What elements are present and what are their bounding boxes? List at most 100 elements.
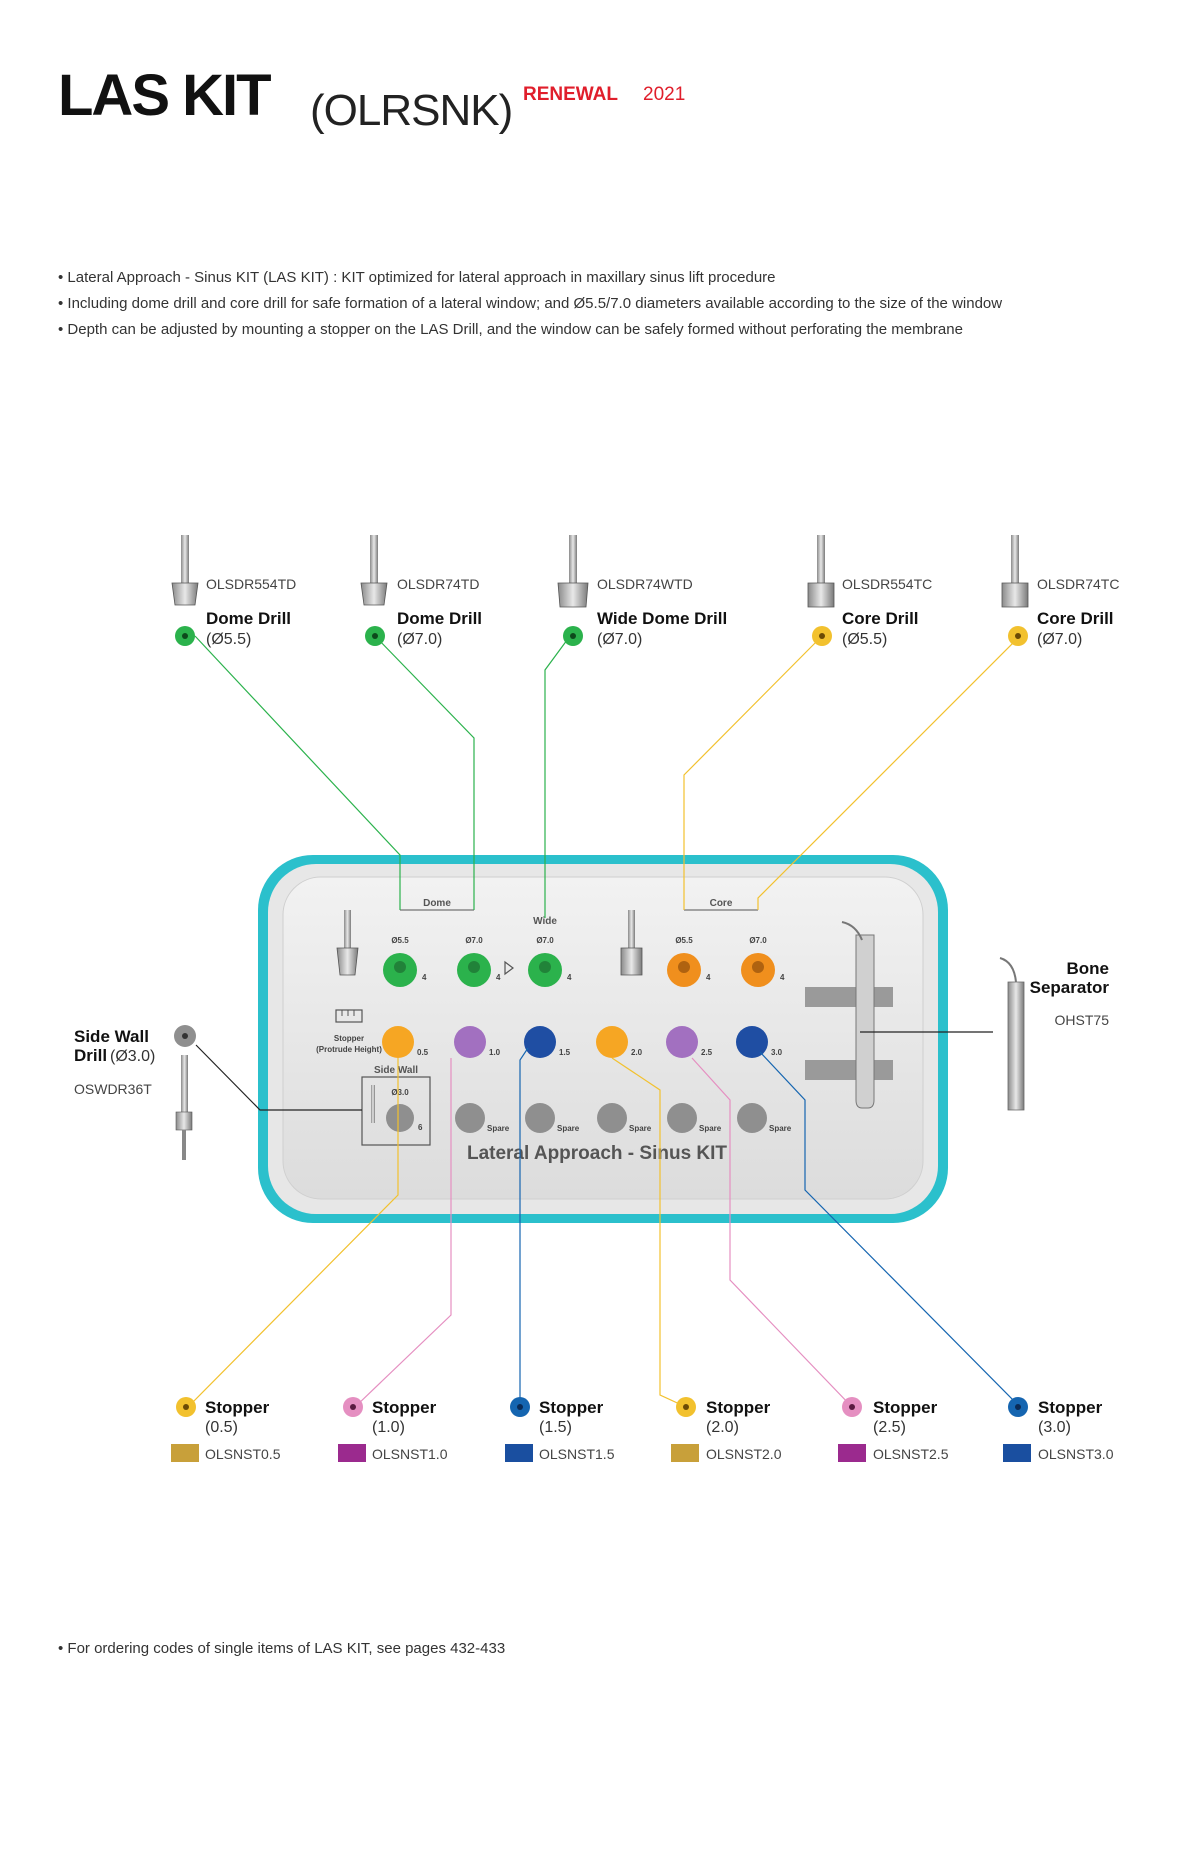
renewal-year: 2021 bbox=[643, 84, 686, 105]
stopper-swatch bbox=[171, 1444, 199, 1462]
tray-count-label: 4 bbox=[422, 973, 427, 982]
tray-stopper-2.0 bbox=[596, 1026, 628, 1058]
bullet-list: • Lateral Approach - Sinus KIT (LAS KIT)… bbox=[58, 265, 1002, 343]
arrow-icon bbox=[504, 960, 514, 976]
hub-icon bbox=[182, 633, 188, 639]
product-side-wall-drill: Side Wall Drill (Ø3.0) OSWDR36T bbox=[74, 1025, 196, 1160]
product-name: Core Drill bbox=[842, 609, 919, 628]
product-code: OLSDR74TD bbox=[397, 576, 479, 592]
product-core-drill-7.0: OLSDR74TC Core Drill (Ø7.0) bbox=[1001, 535, 1119, 648]
product-size: (2.5) bbox=[873, 1419, 906, 1436]
connector-lines bbox=[187, 635, 1021, 1408]
product-core-drill-5.5: OLSDR554TC Core Drill (Ø5.5) bbox=[807, 535, 932, 648]
tray-stopper-value: 1.0 bbox=[489, 1048, 501, 1057]
connector-line bbox=[354, 1058, 452, 1408]
product-size: (0.5) bbox=[205, 1419, 238, 1436]
connector-line bbox=[759, 1051, 1021, 1408]
product-code: OSWDR36T bbox=[74, 1081, 152, 1097]
tray-spare-holder bbox=[597, 1103, 627, 1133]
tray-stopper-value: 3.0 bbox=[771, 1048, 783, 1057]
tray-side-wall-box: Side Wall Ø3.0 6 bbox=[361, 1065, 431, 1146]
tray-stopper-3.0 bbox=[736, 1026, 768, 1058]
product-name: Separator bbox=[1030, 978, 1110, 997]
product-dome-drill-7.0: OLSDR74TD Dome Drill (Ø7.0) bbox=[360, 535, 482, 648]
product-name: Dome Drill bbox=[206, 609, 291, 628]
tray-core-label: Core bbox=[710, 898, 733, 909]
product-code: OLSDR74TC bbox=[1037, 576, 1119, 592]
tray-stopper-value: 0.5 bbox=[417, 1048, 429, 1057]
drill-icon bbox=[181, 1055, 188, 1115]
connector-line bbox=[691, 1057, 853, 1408]
hub-icon bbox=[1015, 633, 1021, 639]
connector-line bbox=[187, 1058, 399, 1408]
tray-spare-holders: Spare Spare Spare Spare Spare bbox=[455, 1103, 792, 1133]
hub-icon bbox=[570, 633, 576, 639]
hub-icon bbox=[819, 633, 825, 639]
product-code: OLSNST2.0 bbox=[706, 1446, 782, 1462]
product-size: (3.0) bbox=[1038, 1419, 1071, 1436]
tray-dome-label: Dome bbox=[423, 898, 451, 909]
tray-spare-label: Spare bbox=[487, 1124, 510, 1133]
product-code: OLSNST2.5 bbox=[873, 1446, 949, 1462]
hub-icon bbox=[1015, 1404, 1021, 1410]
bone-separator-icon bbox=[1007, 981, 1025, 1111]
tray-spare-holder bbox=[455, 1103, 485, 1133]
tray-side-wall-label: Side Wall bbox=[374, 1065, 418, 1076]
product-stopper-3.0: Stopper (3.0) OLSNST3.0 bbox=[1003, 1397, 1114, 1462]
product-name: Core Drill bbox=[1037, 609, 1114, 628]
hub-icon bbox=[683, 1404, 689, 1410]
product-stopper-2.5: Stopper (2.5) OLSNST2.5 bbox=[838, 1397, 949, 1462]
tray-count-label: 4 bbox=[780, 973, 785, 982]
product-code: OHST75 bbox=[1055, 1012, 1110, 1028]
product-stopper-0.5: Stopper (0.5) OLSNST0.5 bbox=[171, 1397, 281, 1462]
product-stopper-1.0: Stopper (1.0) OLSNST1.0 bbox=[338, 1397, 448, 1462]
product-code: OLSNST1.0 bbox=[372, 1446, 448, 1462]
product-size: (2.0) bbox=[706, 1419, 739, 1436]
tray-core-icon bbox=[620, 910, 643, 976]
tray-stopper-value: 2.0 bbox=[631, 1048, 643, 1057]
tray-spare-label: Spare bbox=[629, 1124, 652, 1133]
tray-stopper-icon bbox=[335, 1009, 363, 1023]
tray-stopper-value: 1.5 bbox=[559, 1048, 571, 1057]
tray-spare-holder bbox=[737, 1103, 767, 1133]
connector-line bbox=[611, 1057, 687, 1408]
connector-line bbox=[519, 1047, 529, 1407]
product-name: Side Wall bbox=[74, 1027, 149, 1046]
tray-dia-label: Ø7.0 bbox=[536, 936, 554, 945]
tray-dia-label: Ø5.5 bbox=[391, 936, 409, 945]
tray-count-label: 4 bbox=[567, 973, 572, 982]
tray-title: Lateral Approach - Sinus KIT bbox=[467, 1143, 727, 1164]
tray-spare-label: Spare bbox=[769, 1124, 792, 1133]
product-code: OLSNST1.5 bbox=[539, 1446, 615, 1462]
tray-stopper-label: Stopper bbox=[334, 1034, 364, 1043]
product-size: (1.0) bbox=[372, 1419, 405, 1436]
product-diameter: (Ø5.5) bbox=[842, 631, 887, 648]
product-dome-drill-5.5: OLSDR554TD Dome Drill (Ø5.5) bbox=[171, 535, 296, 648]
product-code: OLSNST3.0 bbox=[1038, 1446, 1114, 1462]
product-code: OLSDR74WTD bbox=[597, 576, 693, 592]
tray-spare-label: Spare bbox=[557, 1124, 580, 1133]
tray-side-wall-dia: Ø3.0 bbox=[391, 1088, 409, 1097]
tray-count-label: 4 bbox=[706, 973, 711, 982]
product-name: Stopper bbox=[205, 1398, 270, 1417]
product-code: OLSNST0.5 bbox=[205, 1446, 281, 1462]
footnote: • For ordering codes of single items of … bbox=[58, 1640, 506, 1657]
tray-stopper-1.0 bbox=[454, 1026, 486, 1058]
tray-stopper-0.5 bbox=[382, 1026, 414, 1058]
connector-line bbox=[757, 635, 1021, 910]
product-size: (1.5) bbox=[539, 1419, 572, 1436]
tray-dia-label: Ø7.0 bbox=[749, 936, 767, 945]
connector-line bbox=[544, 635, 571, 918]
stopper-swatch bbox=[838, 1444, 866, 1462]
hub-icon bbox=[182, 1033, 188, 1039]
tray-drill-holders: 4 4 4 4 4 bbox=[383, 953, 785, 987]
product-code: OLSDR554TD bbox=[206, 576, 296, 592]
drill-icon bbox=[181, 535, 189, 583]
product-stopper-2.0: Stopper (2.0) OLSNST2.0 bbox=[671, 1397, 782, 1462]
tray-stopper-value: 2.5 bbox=[701, 1048, 713, 1057]
hub-icon bbox=[350, 1404, 356, 1410]
renewal-label: RENEWAL bbox=[523, 84, 618, 105]
product-diameter: (Ø7.0) bbox=[597, 631, 642, 648]
product-name: Stopper bbox=[706, 1398, 771, 1417]
product-name: Wide Dome Drill bbox=[597, 609, 727, 628]
